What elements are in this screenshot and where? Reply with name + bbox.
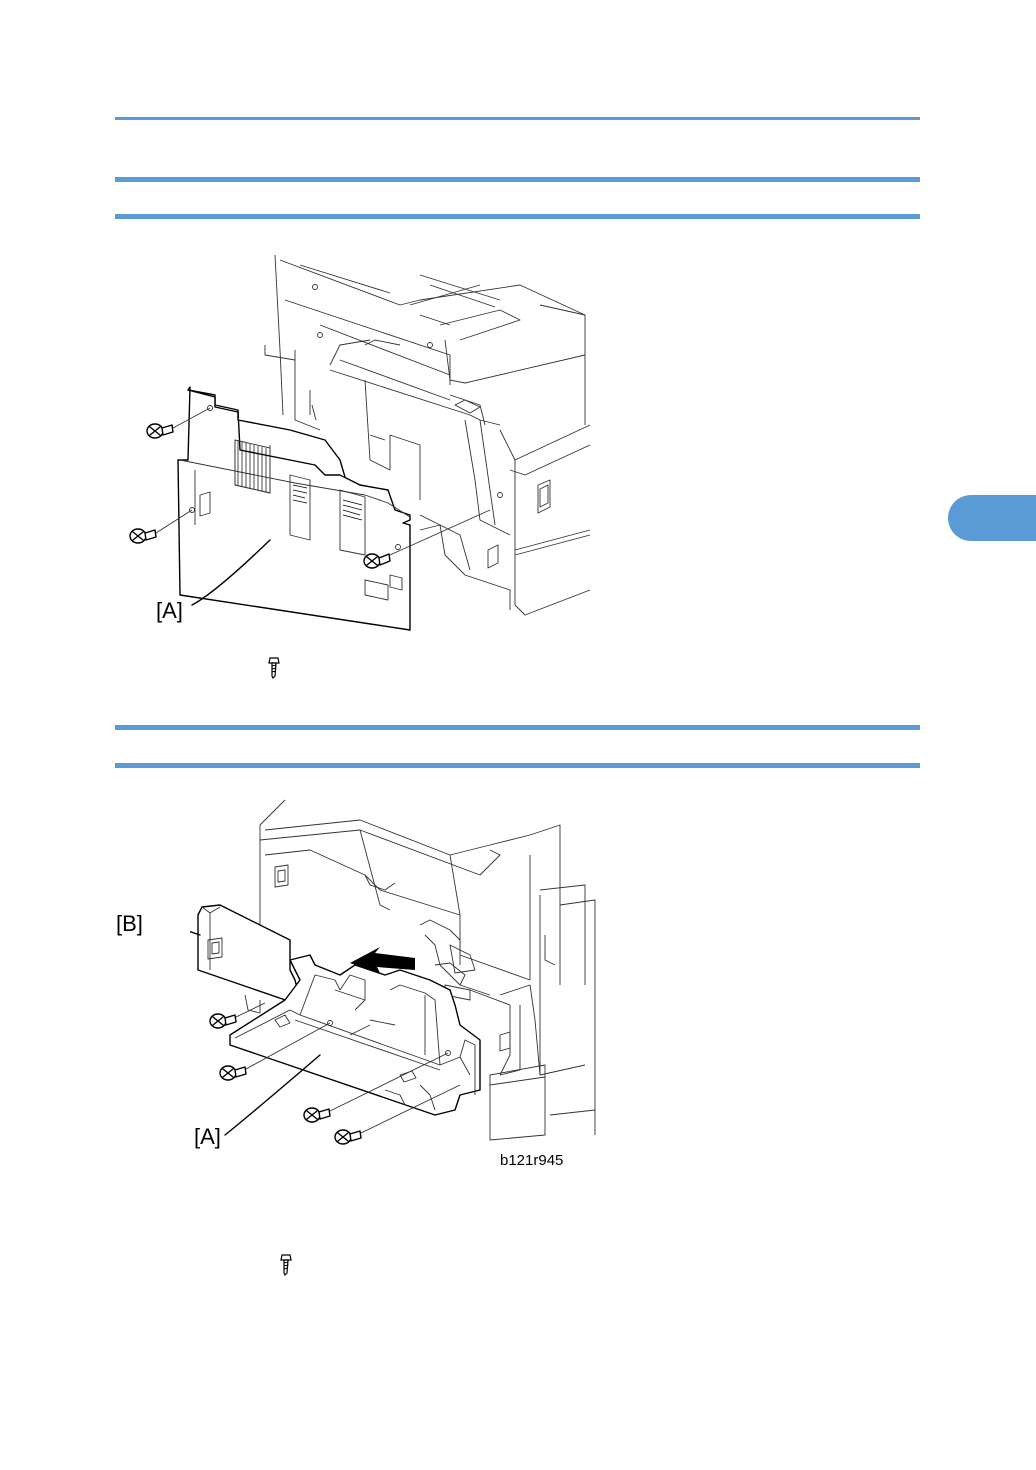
figure-code: b121r945 <box>500 1152 563 1169</box>
cover-panel-a <box>178 387 410 630</box>
section2-rule-bottom <box>115 763 920 768</box>
cover-b <box>198 905 300 1013</box>
figure2-illustration <box>190 795 600 1155</box>
figure1-illustration <box>120 245 600 640</box>
figure2-drawing <box>190 795 600 1155</box>
screw-icon-2 <box>278 1254 294 1281</box>
header-rule <box>115 117 920 120</box>
screw-icon <box>266 657 282 684</box>
figure1-drawing <box>120 245 600 640</box>
leader-a-fig2 <box>225 1055 320 1135</box>
chapter-tab <box>948 495 1036 541</box>
callout-b-fig2: [B] <box>116 913 143 935</box>
callout-a-fig2: [A] <box>194 1126 221 1148</box>
section2-rule-top <box>115 725 920 730</box>
section1-rule-top <box>115 177 920 182</box>
callout-a-fig1: [A] <box>156 600 183 622</box>
section1-rule-bottom <box>115 214 920 219</box>
